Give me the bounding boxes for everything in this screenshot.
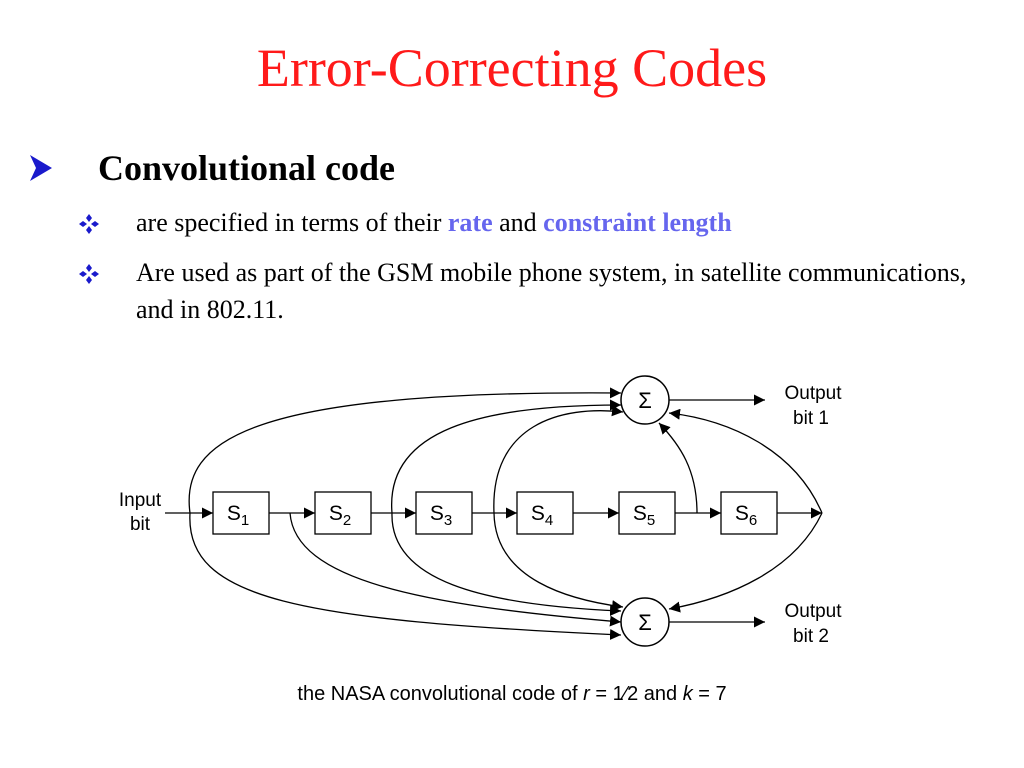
tap-input-sum2	[189, 512, 622, 640]
slide-title: Error-Correcting Codes	[256, 38, 768, 98]
svg-text:S3: S3	[430, 502, 452, 529]
bullet-text: Are used as part of the GSM mobile phone…	[136, 258, 967, 324]
output-bit-2-label-bit: bit 2	[793, 626, 829, 647]
bullet-text-start: are specified in terms of their	[136, 208, 448, 237]
shift-register-s6: S6	[720, 491, 778, 535]
arrowhead-icon	[30, 155, 52, 181]
tap-s3-sum2	[493, 512, 624, 612]
shift-register-s2: S2	[314, 491, 372, 535]
svg-text:S5: S5	[633, 502, 655, 529]
svg-text:S1: S1	[227, 502, 249, 529]
shift-register-s5: S5	[618, 491, 676, 535]
caption-k-variable: k	[682, 683, 693, 705]
shift-register-s1: S1	[212, 491, 270, 535]
register-index: 5	[647, 512, 655, 529]
input-label-bit: bit	[130, 514, 151, 535]
register-letter: S	[329, 502, 343, 525]
rate-term: rate	[447, 208, 493, 237]
output-bit-1-label: Output	[784, 383, 842, 404]
register-letter: S	[430, 502, 444, 525]
sigma-symbol: Σ	[638, 388, 652, 413]
summation-node-2: Σ	[620, 597, 670, 647]
convolutional-encoder-diagram: Input bit Output bit 1 Output bit 2 Σ Σ …	[119, 375, 842, 647]
register-index: 1	[241, 512, 249, 529]
bullet-text-and: and	[492, 208, 544, 237]
tap-s6-sum1	[668, 408, 823, 514]
heading-text: Convolutional code	[98, 148, 396, 188]
bullet-text: are specified in terms of their rate and…	[136, 204, 1006, 241]
register-index: 4	[545, 512, 553, 529]
tap-s2-sum1	[391, 399, 622, 514]
register-letter: S	[633, 502, 647, 525]
constraint-length-term: constraint length	[543, 208, 732, 237]
signal-wires	[165, 387, 823, 640]
tap-s6-sum2	[668, 512, 823, 613]
output-bit-1-label-bit: bit 1	[793, 408, 829, 429]
tap-s2-sum2	[391, 512, 622, 617]
caption-rate-value: = 1⁄2 and	[589, 683, 683, 705]
register-letter: S	[735, 502, 749, 525]
tap-s5-sum1	[658, 422, 698, 514]
register-letter: S	[227, 502, 241, 525]
output-bit-2-label: Output	[784, 601, 842, 622]
sigma-symbol: Σ	[638, 610, 652, 635]
svg-text:S6: S6	[735, 502, 757, 529]
tap-s3-sum1	[493, 405, 624, 514]
register-letter: S	[531, 502, 545, 525]
caption-r-variable: r	[583, 683, 590, 705]
register-index: 2	[343, 512, 351, 529]
caption-text-start: the NASA convolutional code of	[297, 683, 584, 705]
svg-text:S4: S4	[531, 502, 553, 529]
shift-register-s3: S3	[415, 491, 473, 535]
four-diamond-icon	[79, 264, 99, 284]
caption-k-value: = 7	[692, 683, 727, 705]
register-index: 6	[749, 512, 757, 529]
shift-register-s4: S4	[516, 491, 574, 535]
tap-input-sum1	[188, 387, 622, 514]
tap-s1-sum2	[289, 512, 622, 627]
four-diamond-icon	[79, 214, 99, 234]
input-label: Input	[119, 490, 162, 511]
summation-node-1: Σ	[620, 375, 670, 425]
register-index: 3	[444, 512, 452, 529]
svg-text:S2: S2	[329, 502, 351, 529]
figure-caption: the NASA convolutional code of r = 1⁄2 a…	[0, 680, 1024, 708]
